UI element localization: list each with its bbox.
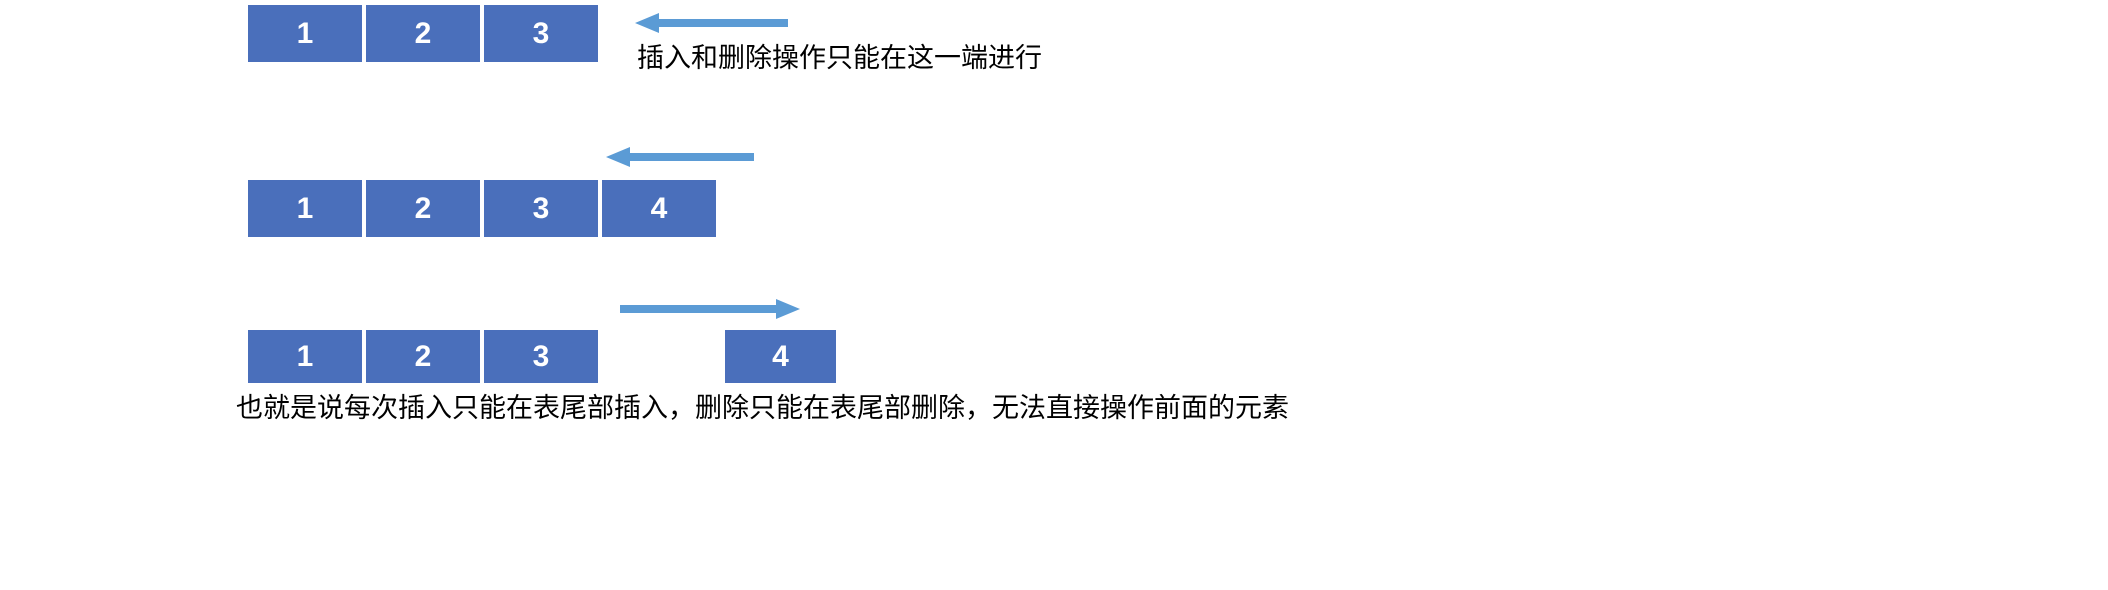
cell-row2-0: 1	[246, 180, 364, 237]
cell-row3-1: 2	[364, 330, 482, 383]
arrow-left-row2	[604, 146, 754, 168]
sequence-row-3-detached: 4	[723, 330, 838, 383]
cell-row1-2: 3	[482, 5, 600, 62]
cell-row2-3: 4	[600, 180, 718, 237]
cell-row1-1: 2	[364, 5, 482, 62]
cell-row1-0: 1	[246, 5, 364, 62]
cell-row3-2: 3	[482, 330, 600, 383]
arrow-right-row3	[620, 298, 802, 320]
sequence-row-1: 1 2 3	[246, 5, 600, 62]
cell-row3-0: 1	[246, 330, 364, 383]
arrow-left-row1	[633, 12, 788, 34]
cell-row2-2: 3	[482, 180, 600, 237]
caption-row-1: 插入和删除操作只能在这一端进行	[637, 43, 1042, 74]
cell-row2-1: 2	[364, 180, 482, 237]
sequence-row-2: 1 2 3 4	[246, 180, 718, 237]
cell-row3-detached-4: 4	[723, 330, 838, 383]
caption-bottom: 也就是说每次插入只能在表尾部插入，删除只能在表尾部删除，无法直接操作前面的元素	[236, 393, 1289, 424]
sequence-row-3: 1 2 3	[246, 330, 600, 383]
